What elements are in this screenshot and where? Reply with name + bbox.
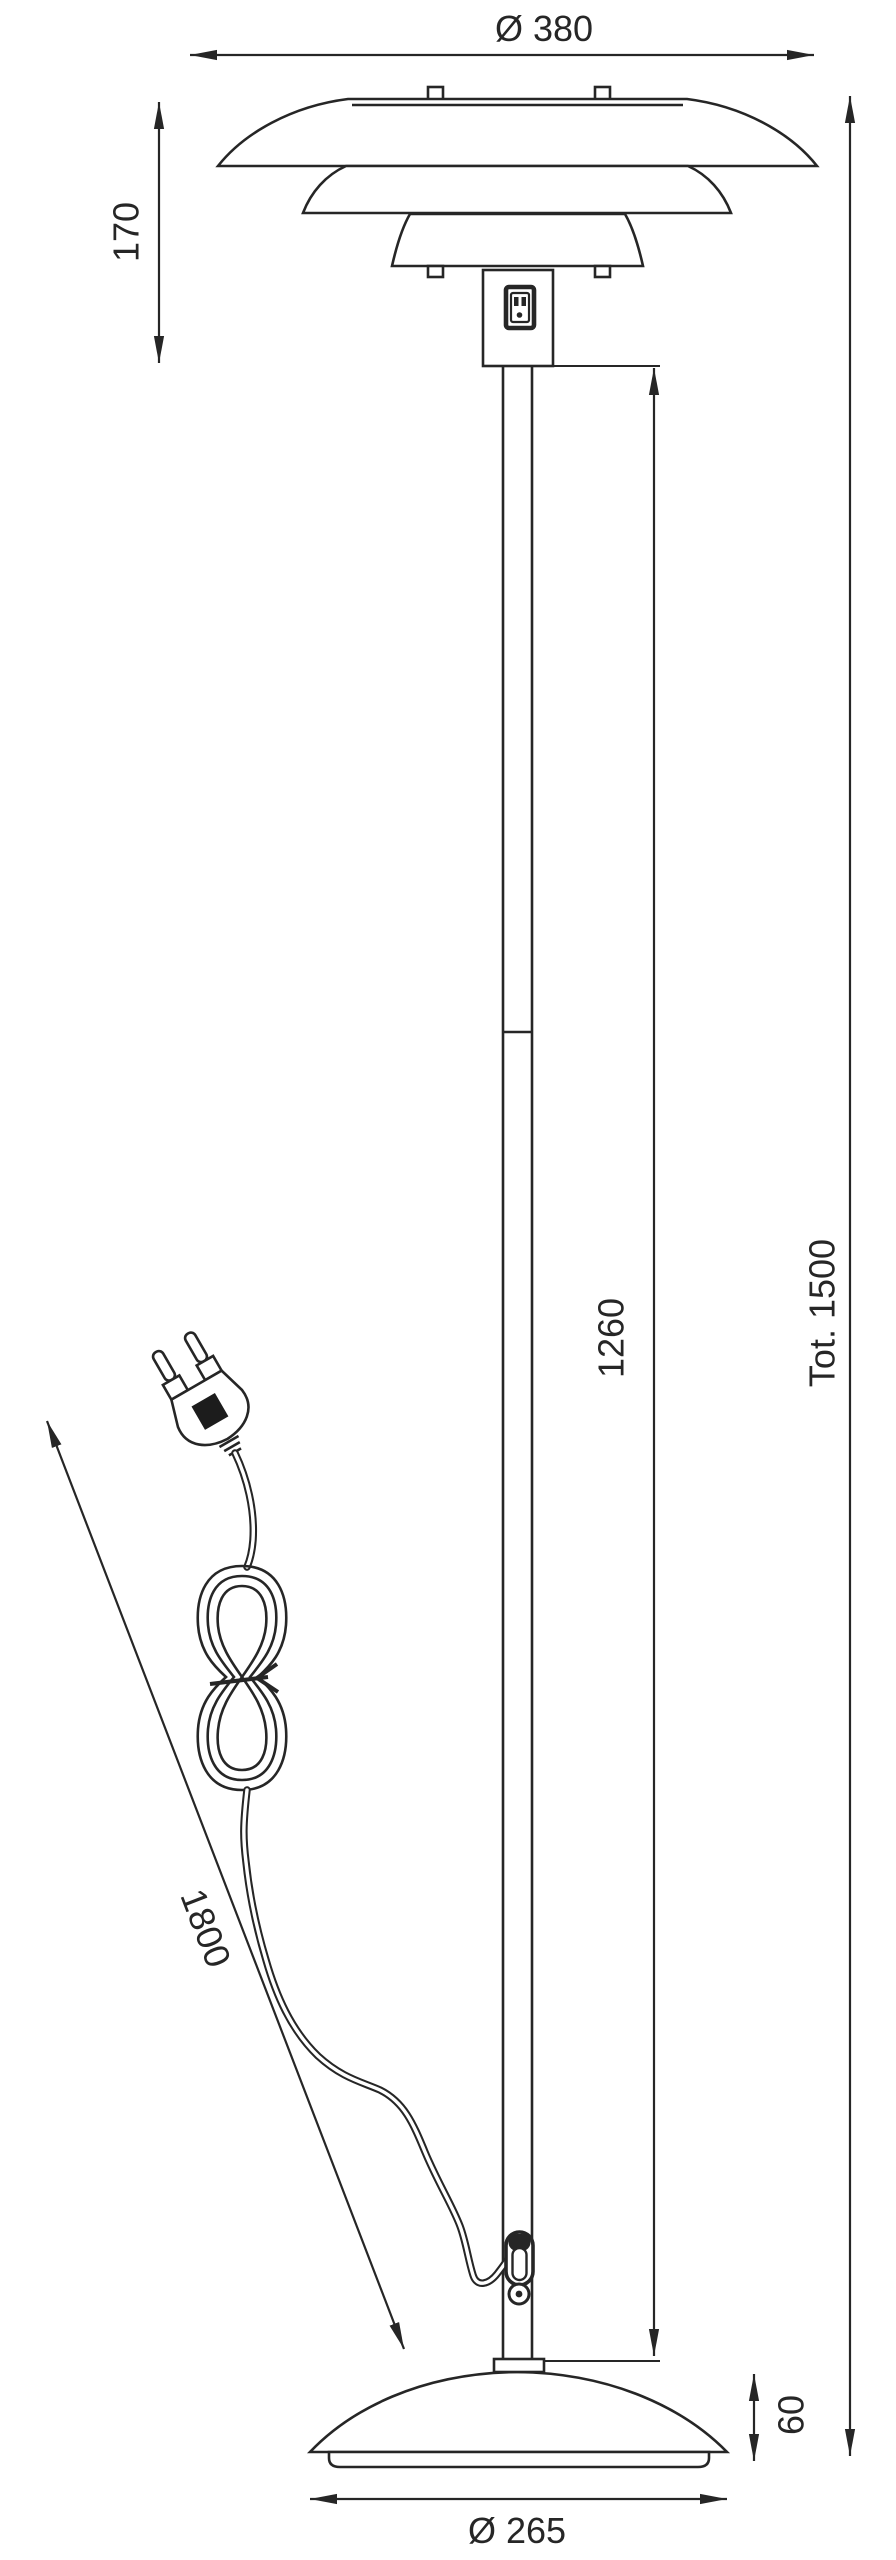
cable-entry-slot-inner [511,2246,528,2282]
plug-neck-rib [218,1434,240,1449]
cable-entry [504,2230,535,2306]
shade-bottom-tab-left [426,264,445,279]
coil-loop-inner [216,1584,268,1772]
cord-length-dim-line [45,1420,406,2350]
shade-height-label: 170 [106,202,147,262]
base-rim [327,2450,711,2469]
cord-coil [196,1564,288,1792]
base-height-label: 60 [771,2395,812,2435]
toggle-switch-dot [516,312,523,318]
shade-diameter-label: Ø 380 [495,8,593,49]
dimension-base-diameter: Ø 265 [310,2493,727,2551]
dimension-cord-length: 1800 [45,1420,406,2350]
shade-tier-2 [301,164,733,215]
dimension-total-height: Tot. 1500 [802,96,856,2456]
base-dome [306,2370,731,2454]
stem-length-label: 1260 [591,1298,632,1378]
total-height-label: Tot. 1500 [802,1239,843,1387]
power-plug [151,1331,250,1457]
cable-entry-screw-dot [515,2290,523,2298]
base-collar [492,2357,546,2374]
dimension-shade-diameter: Ø 380 [190,8,814,61]
coil-loop-middle [206,1574,278,1782]
shade-tier-3 [390,212,645,268]
floor-lamp [151,85,820,2469]
toggle-switch-nub-right [521,297,526,306]
cable-entry-cord-end [508,2234,531,2251]
coil-loop-outer [196,1564,288,1792]
power-cord-core [233,1451,256,1569]
shade-bottom-tab-right [593,264,612,279]
coil-tie-end [253,1662,280,1694]
dimension-stem-length: 1260 [591,368,660,2356]
dimension-shade-height: 170 [106,102,165,363]
shade-tier-1 [215,97,820,168]
dimension-base-height: 60 [748,2374,812,2461]
plug-prong-right [183,1331,209,1364]
plug-label-square [191,1393,229,1430]
base-diameter-label: Ø 265 [468,2510,566,2551]
plug-neck-rib [223,1441,241,1453]
plug-prong-left [151,1349,177,1382]
power-cord-lower-core [242,1788,515,2285]
toggle-switch-nub-left [514,297,519,306]
